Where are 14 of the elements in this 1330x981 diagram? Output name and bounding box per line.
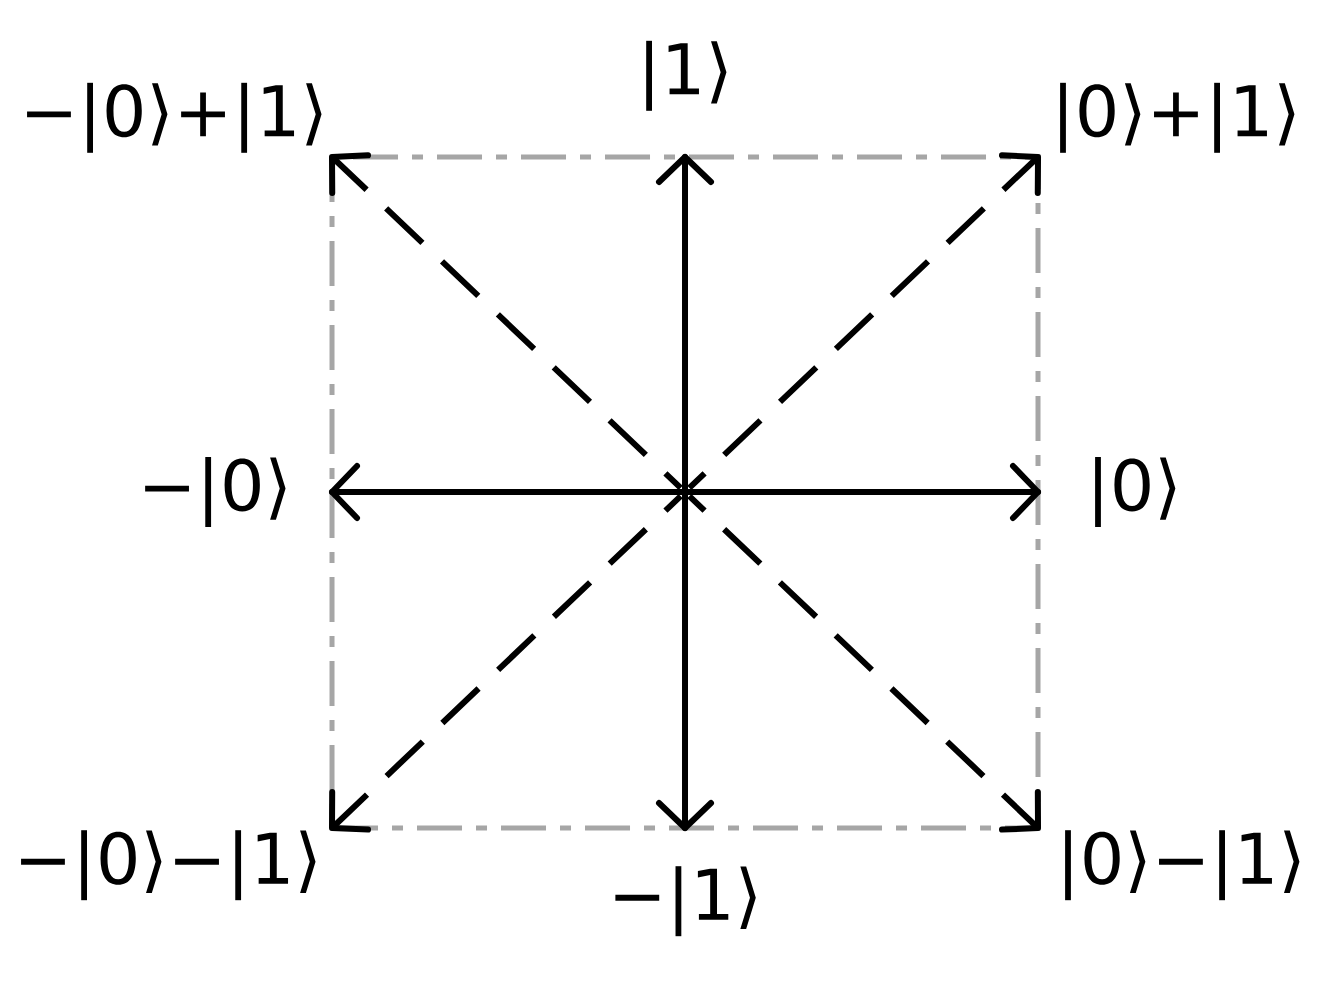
state-label: −|0⟩ <box>145 457 286 527</box>
dashed-arrow <box>687 152 1041 491</box>
state-label: −|1⟩ <box>615 866 756 937</box>
arrow <box>656 154 714 831</box>
state-label: −|0⟩+|1⟩ <box>27 82 322 153</box>
dashed-arrow <box>329 152 683 491</box>
state-label: |0⟩+|1⟩ <box>1060 82 1295 153</box>
state-label: |0⟩ <box>1095 457 1176 527</box>
dashed-arrow <box>687 493 1041 833</box>
dashed-arrow <box>329 493 683 833</box>
state-label: −|0⟩−|1⟩ <box>21 830 316 901</box>
arrow <box>329 463 1041 521</box>
state-label: |1⟩ <box>646 40 727 111</box>
state-label: |0⟩−|1⟩ <box>1065 830 1300 901</box>
